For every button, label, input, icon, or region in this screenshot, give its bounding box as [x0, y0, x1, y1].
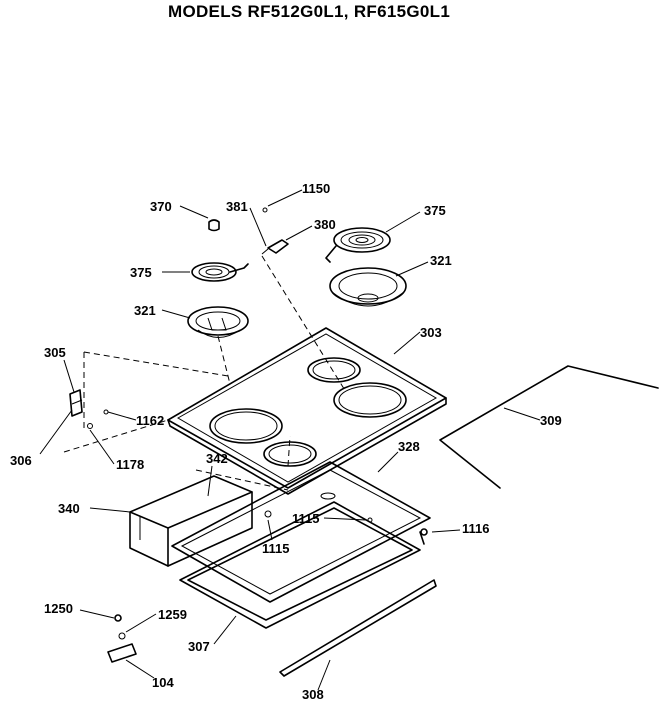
label-1178: 1178: [116, 457, 145, 472]
rod-309: [439, 365, 659, 489]
label-104: 104: [152, 675, 174, 690]
diagram-title: MODELS RF512G0L1, RF615G0L1: [168, 2, 451, 21]
label-309: 309: [540, 413, 562, 428]
label-305: 305: [44, 345, 66, 360]
label-370: 370: [150, 199, 172, 214]
label-1162: 1162: [136, 413, 165, 428]
leader-lines: [39, 189, 541, 691]
label-340: 340: [58, 501, 80, 516]
label-342: 342: [206, 451, 228, 466]
surface-element-small: [191, 262, 249, 282]
label-1150: 1150: [302, 181, 331, 196]
frame-328: [171, 461, 431, 603]
label-1115-right: 1115: [292, 511, 320, 526]
label-375-right: 375: [424, 203, 446, 218]
label-1115-left: 1115: [262, 541, 290, 556]
trim-308: [279, 579, 437, 677]
label-306: 306: [10, 453, 32, 468]
label-381: 381: [226, 199, 248, 214]
label-321-left: 321: [134, 303, 156, 318]
label-307: 307: [188, 639, 210, 654]
label-303: 303: [420, 325, 442, 340]
label-1259: 1259: [158, 607, 187, 622]
hinge-104: [107, 614, 137, 663]
cooktop-303: [167, 327, 447, 495]
terminal-block-380: [261, 207, 289, 255]
drip-pan-large: [329, 267, 407, 307]
label-1116: 1116: [462, 521, 490, 536]
surface-element-large: [325, 227, 391, 263]
label-321-right: 321: [430, 253, 452, 268]
label-375-left: 375: [130, 265, 152, 280]
gasket-307: [179, 501, 421, 629]
drip-pan-small: [187, 306, 249, 338]
knob-370: [208, 219, 220, 232]
switch-bracket-305: [69, 389, 109, 429]
label-308: 308: [302, 687, 324, 702]
label-328: 328: [398, 439, 420, 454]
label-380: 380: [314, 217, 336, 232]
label-1250: 1250: [44, 601, 73, 616]
